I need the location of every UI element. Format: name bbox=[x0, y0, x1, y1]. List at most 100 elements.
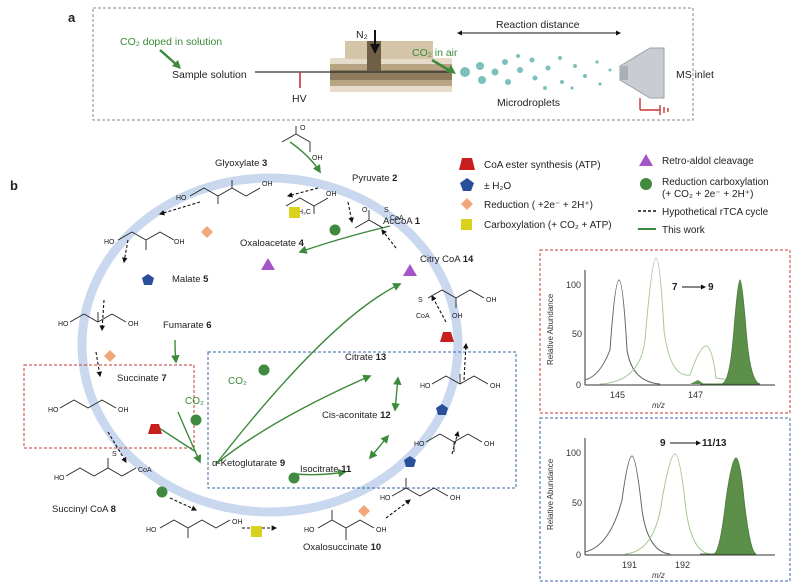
isocitrate-highlight-box bbox=[207, 351, 517, 489]
compound-2-num: 2 bbox=[392, 173, 397, 184]
legend-redcarb-label2: (+ CO₂ + 2e⁻ + 2H⁺) bbox=[662, 189, 753, 200]
compound-12-name: Cis-aconitate bbox=[322, 410, 377, 421]
spectrum-2-ylabel: Relative Abundance bbox=[546, 458, 555, 530]
compound-5-num: 5 bbox=[203, 274, 209, 285]
svg-text:OH: OH bbox=[486, 297, 497, 304]
spectrum-2-ytick-0: 0 bbox=[576, 550, 581, 560]
svg-text:O: O bbox=[362, 207, 368, 214]
hydration-marker-3 bbox=[436, 404, 448, 415]
chemical-structures bbox=[59, 126, 489, 540]
compound-3-num: 3 bbox=[262, 158, 267, 169]
spectrum-2-peak-a bbox=[584, 455, 671, 555]
n2-label: N₂ bbox=[356, 29, 368, 41]
spectrum-panel-1: Relative Abundance 100 50 0 145 147 m/z … bbox=[539, 249, 791, 414]
spectrum-1-xlabel: m/z bbox=[652, 401, 665, 410]
spectrum-2-peak-c bbox=[700, 457, 757, 555]
microdroplets bbox=[460, 54, 612, 90]
compound-13-name: Citrate bbox=[345, 352, 373, 363]
compound-14-name: Citry CoA bbox=[420, 254, 461, 265]
spectrum-2-peak-b bbox=[624, 453, 711, 555]
coa-ester-marker bbox=[440, 332, 454, 342]
compound-10-num: 10 bbox=[371, 542, 382, 553]
legend-h2o-label: ± H₂O bbox=[484, 181, 511, 192]
svg-text:HO: HO bbox=[146, 527, 157, 534]
svg-text:Oxalosuccinate 10: Oxalosuccinate 10 bbox=[303, 542, 381, 553]
ms-inlet bbox=[619, 47, 669, 115]
reduction-marker-3 bbox=[358, 505, 370, 517]
legend-retro-aldol-icon bbox=[639, 154, 653, 166]
svg-text:OH: OH bbox=[326, 191, 337, 198]
svg-text:Citry CoA 14: Citry CoA 14 bbox=[420, 254, 474, 265]
legend-retro-aldol-label: Retro-aldol cleavage bbox=[662, 156, 754, 167]
compound-10-name: Oxalosuccinate bbox=[303, 542, 368, 553]
compound-6-name: Fumarate bbox=[163, 320, 204, 331]
svg-text:HO: HO bbox=[48, 407, 59, 414]
compound-3-name: Glyoxylate bbox=[215, 158, 259, 169]
compound-labels: Glyoxylate 3 Pyruvate 2 AcCoA 1 Oxaloace… bbox=[52, 158, 474, 553]
spectrum-2-ytick-100: 100 bbox=[566, 448, 581, 458]
retro-aldol-marker-2 bbox=[403, 264, 417, 276]
svg-text:OH: OH bbox=[128, 321, 139, 328]
spectrum-panel-2: Relative Abundance 100 50 0 191 192 m/z … bbox=[539, 417, 791, 582]
hydration-marker bbox=[142, 274, 154, 285]
svg-text:OH: OH bbox=[232, 519, 243, 526]
spectrum-2-xtick-192: 192 bbox=[675, 560, 690, 570]
svg-text:Glyoxylate 3: Glyoxylate 3 bbox=[215, 158, 267, 169]
svg-text:OH: OH bbox=[490, 383, 501, 390]
succinate-highlight-box bbox=[23, 364, 195, 449]
svg-text:OH: OH bbox=[262, 181, 273, 188]
spectrum-1-frame bbox=[539, 249, 791, 414]
legend-line-label: This work bbox=[662, 225, 706, 236]
svg-text:HO: HO bbox=[104, 239, 115, 246]
spectrum-1-peak-a bbox=[584, 279, 661, 385]
svg-text:Cis-aconitate 12: Cis-aconitate 12 bbox=[322, 410, 391, 421]
compound-13-num: 13 bbox=[376, 352, 387, 363]
compound-7-num: 7 bbox=[161, 373, 166, 384]
co2-label-2: CO₂ bbox=[185, 396, 204, 407]
svg-text:OH: OH bbox=[376, 527, 387, 534]
svg-text:HO: HO bbox=[176, 195, 187, 202]
hydration-marker-2 bbox=[404, 456, 416, 467]
svg-text:OH: OH bbox=[484, 441, 495, 448]
spectrum-2-xtick-191: 191 bbox=[622, 560, 637, 570]
legend: CoA ester synthesis (ATP) ± H₂O Reductio… bbox=[459, 154, 769, 236]
compound-4-num: 4 bbox=[299, 238, 305, 249]
spectrum-1-peak-b bbox=[599, 257, 761, 385]
svg-text:HO: HO bbox=[304, 527, 315, 534]
legend-redcarb-icon bbox=[640, 178, 652, 190]
panel-a-frame bbox=[92, 7, 694, 121]
svg-text:S: S bbox=[418, 297, 423, 304]
svg-text:CoA: CoA bbox=[416, 313, 430, 320]
compound-11-name: Isocitrate bbox=[300, 464, 339, 475]
svg-text:AcCoA 1: AcCoA 1 bbox=[383, 216, 421, 227]
svg-text:Oxaloacetate 4: Oxaloacetate 4 bbox=[240, 238, 305, 249]
compound-9-num: 9 bbox=[280, 458, 285, 469]
reaction-markers bbox=[104, 207, 454, 537]
compound-8-name: Succinyl CoA bbox=[52, 504, 109, 515]
compound-12-num: 12 bbox=[380, 410, 391, 421]
hv-label: HV bbox=[292, 93, 307, 105]
spectrum-1-xtick-147: 147 bbox=[688, 390, 703, 400]
compound-1-name: AcCoA bbox=[383, 216, 413, 227]
compound-4-name: Oxaloacetate bbox=[240, 238, 296, 249]
legend-carboxylation-label: Carboxylation (+ CO₂ + ATP) bbox=[484, 220, 612, 231]
svg-text:OH: OH bbox=[450, 495, 461, 502]
spectrum-1-to: 9 bbox=[708, 282, 714, 293]
compound-8-num: 8 bbox=[111, 504, 116, 515]
compound-1-num: 1 bbox=[415, 216, 421, 227]
svg-text:HO: HO bbox=[58, 321, 69, 328]
reduction-carboxylation-marker-2 bbox=[156, 486, 168, 498]
co2-solution-label: CO₂ doped in solution bbox=[120, 36, 222, 48]
svg-text:Citrate 13: Citrate 13 bbox=[345, 352, 386, 363]
panel-a-letter: a bbox=[68, 10, 76, 25]
legend-dashed-label: Hypothetical rTCA cycle bbox=[662, 207, 769, 218]
svg-text:Isocitrate 11: Isocitrate 11 bbox=[300, 464, 352, 475]
spectrum-2-from: 9 bbox=[660, 438, 666, 449]
reduction-carboxylation-marker-5 bbox=[190, 414, 202, 426]
svg-text:Fumarate 6: Fumarate 6 bbox=[163, 320, 212, 331]
svg-text:CoA: CoA bbox=[390, 215, 404, 222]
legend-redcarb-label: Reduction carboxylation bbox=[662, 177, 769, 188]
reduction-marker bbox=[201, 226, 213, 238]
this-work-arrows bbox=[155, 141, 402, 478]
